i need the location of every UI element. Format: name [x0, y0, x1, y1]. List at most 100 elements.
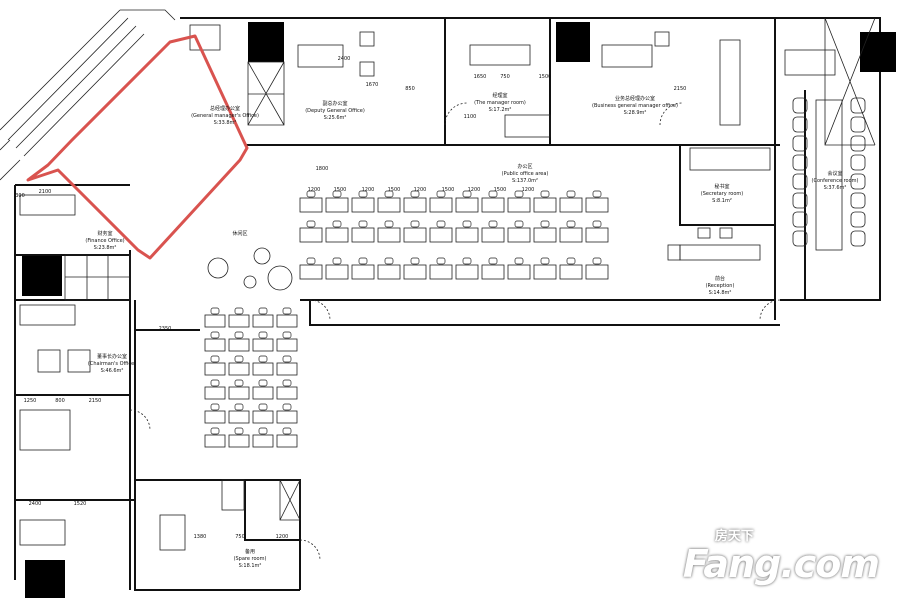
- chair-icon: [792, 230, 808, 247]
- desk: [351, 220, 375, 243]
- desk: [481, 257, 505, 280]
- dimension-label: 1800: [316, 166, 329, 172]
- watermark: 房天下 Fang.com: [682, 529, 880, 586]
- room-label-cn: 秘书室: [714, 183, 729, 190]
- room-label: 经理室(The manager room)S:17.2m²: [474, 92, 526, 113]
- chair-icon: [358, 257, 368, 265]
- desk: [276, 379, 298, 400]
- desk: [533, 220, 557, 243]
- chair-icon: [282, 403, 292, 411]
- desk: [204, 403, 226, 424]
- room-label-cn: 财务室: [97, 230, 112, 237]
- chair-icon: [210, 331, 220, 339]
- room-label-en: (General manager's Office): [191, 113, 259, 119]
- dimension-label: 2350: [159, 326, 172, 332]
- desk: [299, 257, 323, 280]
- desk: [559, 257, 583, 280]
- chair-icon: [592, 257, 602, 265]
- dimension-label: 1500: [494, 187, 507, 193]
- dimension-label: 1500: [334, 187, 347, 193]
- room-label: 董事长办公室(Chairman's Office)S:46.6m²: [88, 353, 136, 374]
- room-label-cn: 业务总经理办公室: [615, 95, 655, 102]
- room-label-cn: 前台: [715, 275, 725, 282]
- dimension-label: 2400: [338, 56, 351, 62]
- room-label-area: S:17.2m²: [489, 107, 512, 113]
- desk: [533, 257, 557, 280]
- room-label-en: (Conference room): [812, 178, 859, 184]
- room-label-cn: 经理室: [492, 92, 507, 99]
- chair-icon: [514, 190, 524, 198]
- watermark-text: Fang.com: [682, 542, 880, 586]
- room-label-cn: 副总办公室: [322, 100, 347, 107]
- conference-chairs: [792, 97, 866, 247]
- desk: [299, 190, 323, 213]
- chair-icon: [850, 173, 866, 190]
- desk: [228, 427, 250, 448]
- dimension-label: 1200: [276, 534, 289, 540]
- dimension-label: 750: [235, 534, 245, 540]
- room-label-cn: 办公区: [517, 163, 532, 170]
- chair-icon: [282, 307, 292, 315]
- desk: [252, 307, 274, 328]
- chair-icon: [306, 220, 316, 228]
- room-label-cn: 休闲区: [232, 230, 247, 237]
- chair-icon: [258, 427, 268, 435]
- chair-icon: [234, 403, 244, 411]
- reception-desk: [667, 227, 761, 261]
- room-label-area: S:33.8m²: [214, 120, 237, 126]
- chair-icon: [850, 230, 866, 247]
- chair-icon: [488, 257, 498, 265]
- desk: [204, 307, 226, 328]
- chair-icon: [384, 257, 394, 265]
- desk: [403, 220, 427, 243]
- chair-icon: [210, 427, 220, 435]
- chair-icon: [850, 97, 866, 114]
- desk: [585, 257, 609, 280]
- room-label: 前台(Reception)S:14.8m²: [706, 275, 735, 296]
- dimension-label: 2150: [674, 86, 687, 92]
- desk: [559, 190, 583, 213]
- desk: [455, 220, 479, 243]
- desk: [228, 331, 250, 352]
- chair-icon: [258, 307, 268, 315]
- room-label: 财务室(Finance Office)S:23.8m²: [85, 230, 124, 251]
- chair-icon: [566, 257, 576, 265]
- chair-icon: [792, 192, 808, 209]
- dimension-label: 1520: [74, 501, 87, 507]
- room-label-area: S:18.1m²: [239, 563, 262, 569]
- desk: [403, 190, 427, 213]
- desk: [204, 355, 226, 376]
- watermark-cn: 房天下: [714, 529, 754, 544]
- dimension-label: 1200: [362, 187, 375, 193]
- room-label-area: S:25.6m²: [324, 115, 347, 121]
- desk: [325, 220, 349, 243]
- leisure-area-furniture: [207, 247, 293, 291]
- desk: [325, 257, 349, 280]
- desk: [276, 307, 298, 328]
- chair-icon: [282, 427, 292, 435]
- chair-icon: [792, 154, 808, 171]
- room-label: 总经理办公室(General manager's Office)S:33.8m²: [191, 105, 259, 126]
- workstation-desks: [204, 190, 609, 448]
- desk: [585, 220, 609, 243]
- room-label: 业务总经理办公室(Business general manager office…: [592, 95, 678, 116]
- desk: [585, 190, 609, 213]
- desk: [228, 307, 250, 328]
- desk: [204, 379, 226, 400]
- room-label-area: S:28.9m²: [624, 110, 647, 116]
- desk: [481, 190, 505, 213]
- chair-icon: [282, 379, 292, 387]
- desk: [252, 379, 274, 400]
- dimension-label: 1250: [24, 398, 37, 404]
- room-label: 办公区(Public office area)S:137.0m²: [502, 163, 549, 184]
- chair-icon: [462, 190, 472, 198]
- chair-icon: [566, 190, 576, 198]
- room-label-en: (Reception): [706, 283, 735, 289]
- room-label: 备用(Spare room)S:18.1m²: [234, 548, 267, 569]
- chair-icon: [488, 190, 498, 198]
- desk: [351, 190, 375, 213]
- dimension-label: 1650: [474, 74, 487, 80]
- chair-icon: [358, 220, 368, 228]
- chair-icon: [592, 190, 602, 198]
- chair-icon: [410, 190, 420, 198]
